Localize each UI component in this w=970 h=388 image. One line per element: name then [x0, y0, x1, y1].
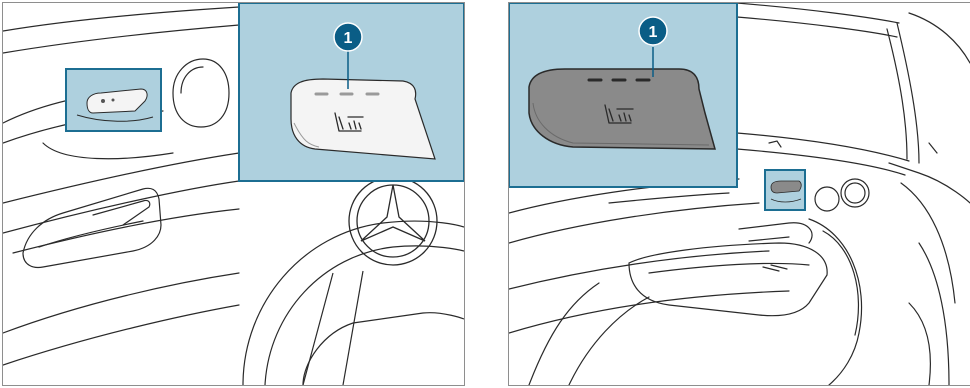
seat-heating-button — [529, 69, 715, 149]
left-illustration: 1 — [3, 3, 464, 385]
seat-heating-button — [291, 79, 435, 159]
switch-location-highlight — [66, 69, 161, 131]
switch-location-highlight — [765, 170, 805, 210]
zoom-inset: 1 — [239, 3, 464, 181]
left-panel: 1 — [2, 2, 465, 386]
right-panel: 1 — [508, 2, 970, 386]
zoom-inset: 1 — [509, 3, 737, 187]
callout-1: 1 — [639, 17, 667, 45]
steering-wheel — [243, 221, 464, 385]
air-vents — [815, 179, 869, 211]
door-line-art — [3, 7, 239, 365]
right-illustration: 1 — [509, 3, 970, 385]
callout-number: 1 — [649, 24, 658, 41]
callout-number: 1 — [344, 30, 353, 47]
callout-1: 1 — [334, 23, 362, 51]
